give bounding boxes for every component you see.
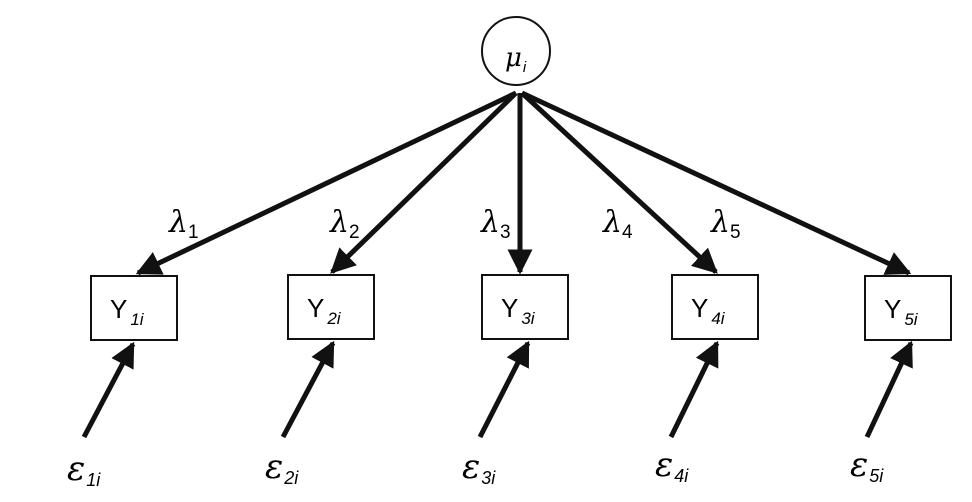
error-path-4 xyxy=(668,340,720,439)
loading-label-3: λ3 xyxy=(480,205,511,243)
latent-node: μi xyxy=(481,16,551,86)
latent-symbol: μi xyxy=(505,43,527,76)
error-paths xyxy=(81,340,914,439)
loading-labels: λ1 λ2 λ3 λ4 λ5 xyxy=(168,205,741,243)
loading-label-2: λ2 xyxy=(329,205,360,243)
error-label-4: ε4i xyxy=(655,445,689,486)
error-label-2: ε2i xyxy=(265,447,299,488)
error-path-1 xyxy=(81,341,136,439)
loading-path-1 xyxy=(135,90,518,276)
loading-path-4 xyxy=(520,91,718,274)
error-label-1: ε1i xyxy=(67,449,101,490)
error-path-2 xyxy=(280,340,336,439)
error-path-5 xyxy=(864,340,914,439)
latent-circle xyxy=(481,16,551,86)
loading-label-4: λ4 xyxy=(602,205,633,243)
error-label-3: ε3i xyxy=(462,447,496,488)
error-labels: ε1i ε2i ε3i ε4i ε5i xyxy=(67,445,884,490)
error-label-5: ε5i xyxy=(850,445,884,486)
error-path-3 xyxy=(477,340,531,439)
loading-label-1: λ1 xyxy=(168,205,199,243)
loading-path-2 xyxy=(330,91,518,274)
loading-paths xyxy=(135,90,912,276)
loading-path-5 xyxy=(520,90,912,276)
loading-label-5: λ5 xyxy=(710,205,741,243)
